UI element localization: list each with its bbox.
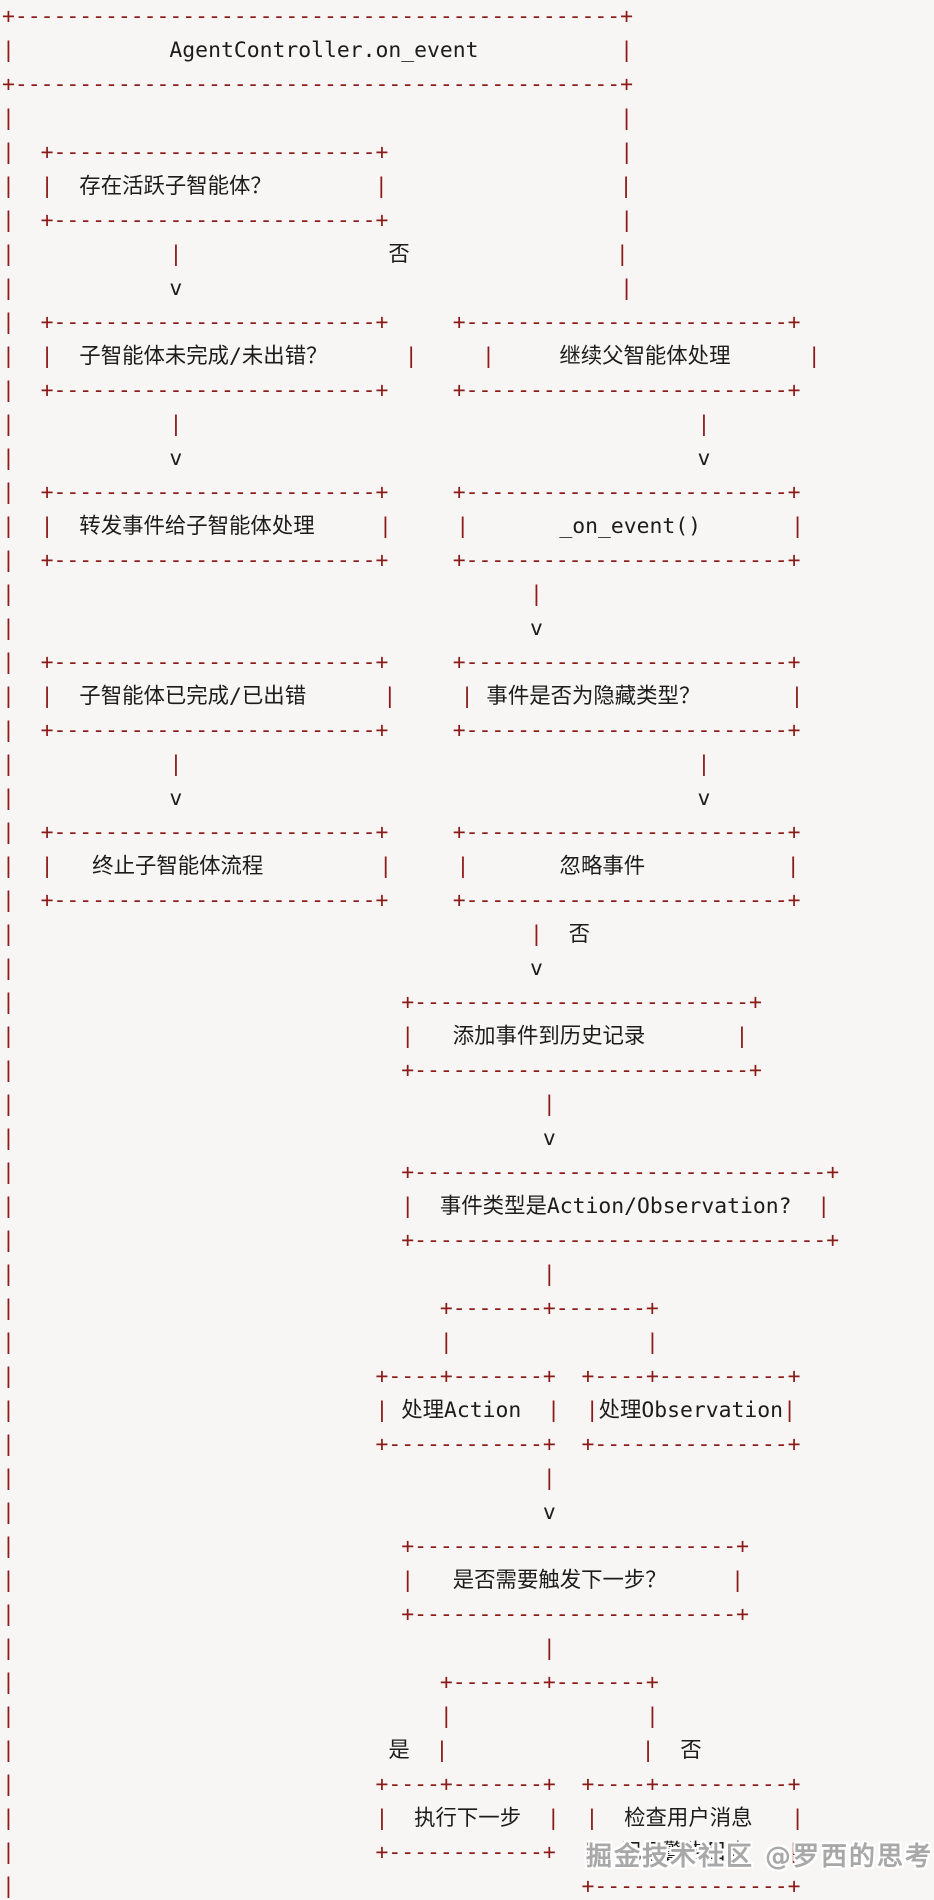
flowchart-line: +---------------------------------------…	[2, 72, 634, 97]
flowchart-line: | | 否 |	[2, 242, 629, 267]
flowchart-line: | |	[2, 582, 543, 607]
flowchart-line: | | |	[2, 412, 711, 437]
flowchart-line: | +-------------------------+ |	[2, 208, 634, 233]
flowchart-line: | +-------------------------+	[2, 1602, 749, 1627]
flowchart-line: | 是 | | 否	[2, 1738, 702, 1763]
flowchart-line: | | 是否需要触发下一步？ |	[2, 1568, 744, 1593]
flowchart-line: | | 处理Action | |处理Observation|	[2, 1398, 796, 1423]
watermark: 掘金技术社区 @罗西的思考	[586, 1842, 934, 1872]
flowchart-line: | v	[2, 956, 543, 981]
flowchart-line: | +-------------------------+ |	[2, 140, 634, 165]
flowchart-line: | |	[2, 106, 634, 131]
flowchart-line: | | 存在活跃子智能体？ | |	[2, 174, 633, 199]
flowchart-line: | +-------------------------+ +---------…	[2, 650, 801, 675]
flowchart-line: | +-------------------------+ +---------…	[2, 888, 801, 913]
flowchart-line: | v v	[2, 446, 711, 471]
flowchart-line: | +------------+ +---------------+	[2, 1432, 801, 1457]
flowchart-line: | +-------------------------+ +---------…	[2, 548, 801, 573]
flowchart-line: | |	[2, 1466, 556, 1491]
flowchart-line: | +------------+ | 记录警告日志 |	[2, 1840, 801, 1865]
flowchart-line: | AgentController.on_event |	[2, 38, 634, 63]
flowchart-line: | +-------------------------+ +---------…	[2, 310, 801, 335]
flowchart-line: | v	[2, 1500, 556, 1525]
flowchart-line: | +--------------------------+	[2, 1058, 762, 1083]
flowchart-line: | |	[2, 1636, 556, 1661]
flowchart-line: | +-------------------------+ +---------…	[2, 378, 801, 403]
flowchart-line: | +-------------------------+ +---------…	[2, 480, 801, 505]
flowchart-line: | +-------------------------+ +---------…	[2, 718, 801, 743]
flowchart-line: | v v	[2, 786, 711, 811]
flowchart-line: | +-------+-------+	[2, 1296, 659, 1321]
flowchart-line: +---------------------------------------…	[2, 4, 634, 29]
flowchart-line: | v |	[2, 276, 634, 301]
flowchart-line: | +--------------------------------+	[2, 1160, 840, 1185]
flowchart-line: | | |	[2, 1704, 659, 1729]
flowchart-line: | v	[2, 1126, 556, 1151]
flowchart-line: | | 终止子智能体流程 | | 忽略事件 |	[2, 854, 800, 879]
flowchart-line: | |	[2, 1262, 556, 1287]
flowchart-line: | +--------------------------------+	[2, 1228, 840, 1253]
ascii-flowchart: +---------------------------------------…	[2, 0, 839, 1900]
flowchart-line: | |	[2, 1092, 556, 1117]
flowchart-line: | +-------+-------+	[2, 1670, 659, 1695]
flowchart-line: | | 子智能体已完成/已出错 | | 事件是否为隐藏类型？ |	[2, 684, 804, 709]
flowchart-line: | | 执行下一步 | | 检查用户消息 |	[2, 1806, 805, 1831]
flowchart-line: | +-------------------------+	[2, 1534, 749, 1559]
flowchart-line: | +--------------------------+	[2, 990, 762, 1015]
flowchart-line: | | 添加事件到历史记录 |	[2, 1024, 749, 1049]
flowchart-line: | +-------------------------+ +---------…	[2, 820, 801, 845]
flowchart-line: | | |	[2, 752, 711, 777]
flowchart-line: | +---------------+	[2, 1874, 801, 1899]
flowchart-line: | | 否	[2, 922, 591, 947]
flowchart-line: | | 子智能体未完成/未出错？ | | 继续父智能体处理 |	[2, 344, 821, 369]
flowchart-line: | v	[2, 616, 543, 641]
flowchart-line: | | 转发事件给子智能体处理 | | _on_event() |	[2, 514, 805, 539]
flowchart-line: | | |	[2, 1330, 659, 1355]
flowchart-line: | +----+-------+ +----+----------+	[2, 1772, 801, 1797]
flowchart-line: | | 事件类型是Action/Observation? |	[2, 1194, 831, 1219]
flowchart-line: | +----+-------+ +----+----------+	[2, 1364, 801, 1389]
